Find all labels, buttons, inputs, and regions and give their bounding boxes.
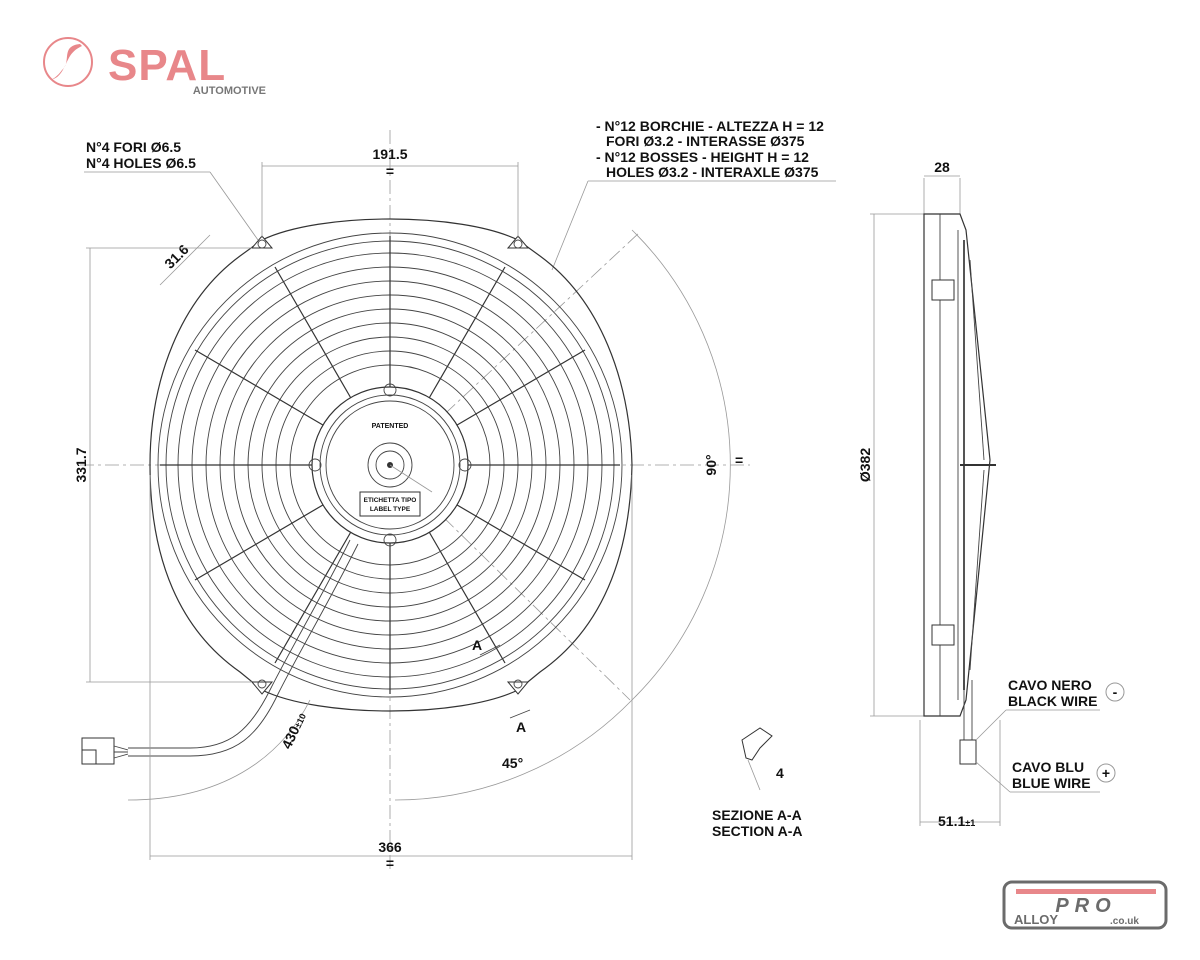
negative-terminal-icon: [1105, 682, 1125, 702]
svg-text:LABEL TYPE: LABEL TYPE: [370, 506, 411, 513]
power-cable: [81, 539, 359, 765]
section-a-a: 4 SEZIONE A-A SECTION A-A: [712, 727, 802, 839]
black-wire-label: CAVO NERO BLACK WIRE -: [975, 677, 1125, 741]
fan-front-view: PATENTED ETICHETTA TIPO LABEL TYPE: [81, 218, 633, 765]
svg-text:ETICHETTA TIPO: ETICHETTA TIPO: [364, 497, 417, 504]
section-title-en: SECTION A-A: [712, 823, 802, 839]
dim-depth: 28: [934, 159, 950, 175]
svg-text:4: 4: [776, 765, 784, 781]
dim-overall-width: 366: [378, 839, 402, 855]
svg-text:=: =: [386, 163, 394, 179]
svg-text:CAVO NERO: CAVO NERO: [1008, 677, 1092, 693]
svg-text:+: +: [1102, 765, 1110, 781]
section-title-it: SEZIONE A-A: [712, 807, 802, 823]
section-marker-bottom: A: [516, 719, 526, 735]
section-marker-top: A: [472, 637, 482, 653]
dim-flange: 31.6: [161, 241, 192, 272]
svg-text:ALLOY: ALLOY: [1014, 912, 1058, 927]
dim-connector-offset: 51.1±1: [938, 813, 975, 829]
positive-terminal-icon: [1096, 763, 1116, 783]
blue-wire-label: CAVO BLU BLUE WIRE +: [975, 759, 1116, 793]
bosses-note-it-2: FORI Ø3.2 - INTERASSE Ø375: [606, 133, 805, 149]
brand-tagline: AUTOMOTIVE: [193, 85, 266, 97]
spal-logo: SPAL AUTOMOTIVE: [43, 37, 266, 97]
svg-text:PRO: PRO: [1055, 895, 1116, 917]
spal-emblem-icon: [43, 37, 93, 87]
dim-angle-45: 45°: [502, 755, 523, 771]
side-connector-icon: [959, 739, 977, 765]
label-type-box: [359, 491, 421, 517]
svg-text:BLUE WIRE: BLUE WIRE: [1012, 775, 1091, 791]
dim-diameter: Ø382: [857, 448, 873, 482]
bosses-note-en-2: HOLES Ø3.2 - INTERAXLE Ø375: [606, 164, 819, 180]
patented-label: PATENTED: [372, 423, 409, 430]
holes-note: N°4 FORI Ø6.5 N°4 HOLES Ø6.5: [84, 139, 259, 241]
dim-cable-length: 430±10: [278, 710, 309, 751]
fan-side-view: 28 Ø382 51.1±1: [857, 159, 1001, 829]
svg-text:BLACK WIRE: BLACK WIRE: [1008, 693, 1097, 709]
dim-left-height: 331.7: [73, 447, 89, 482]
dim-angle-90: 90°: [703, 454, 719, 475]
bosses-note: - N°12 BORCHIE - ALTEZZA H = 12 FORI Ø3.…: [551, 118, 836, 271]
dim-top-width: 191.5: [372, 146, 407, 162]
svg-text:=: =: [386, 855, 394, 871]
bosses-note-en-1: - N°12 BOSSES - HEIGHT H = 12: [596, 149, 809, 165]
svg-text:.co.uk: .co.uk: [1110, 916, 1139, 927]
svg-text:=: =: [735, 452, 743, 468]
proalloy-watermark: PRO ALLOY .co.uk: [1002, 880, 1168, 930]
holes-note-en: N°4 HOLES Ø6.5: [86, 155, 196, 171]
bosses-note-it-1: - N°12 BORCHIE - ALTEZZA H = 12: [596, 118, 824, 134]
svg-text:CAVO BLU: CAVO BLU: [1012, 759, 1084, 775]
holes-note-it: N°4 FORI Ø6.5: [86, 139, 181, 155]
brand-name: SPAL: [108, 41, 226, 90]
motor-hub: PATENTED ETICHETTA TIPO LABEL TYPE: [308, 383, 472, 547]
svg-text:-: -: [1113, 684, 1118, 700]
mounting-holes: [250, 235, 530, 695]
